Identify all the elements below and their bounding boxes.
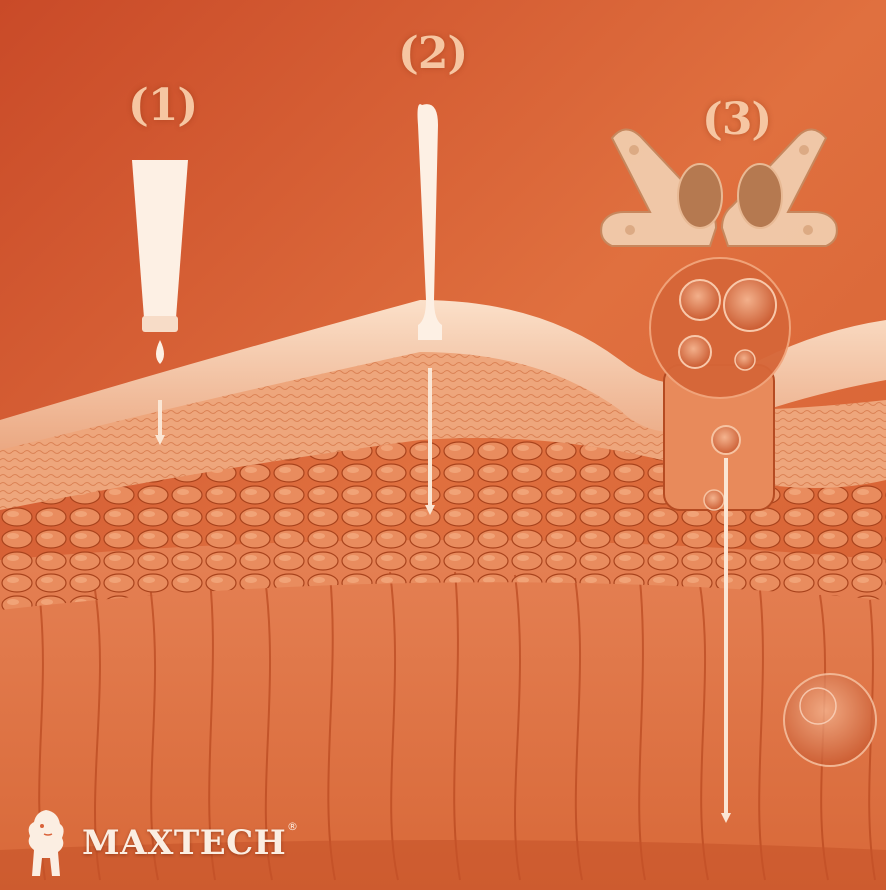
- step-1-label: (1): [128, 80, 197, 131]
- step-2-label: (2): [398, 28, 467, 79]
- step-3-label: (3): [702, 94, 771, 145]
- serum-bubble: [650, 258, 790, 398]
- brand-name: MAXTECH: [82, 823, 286, 863]
- registered-mark: ®: [287, 820, 298, 833]
- brand-lockup: MAXTECH: [22, 806, 286, 880]
- lion-logo-icon: [22, 806, 70, 880]
